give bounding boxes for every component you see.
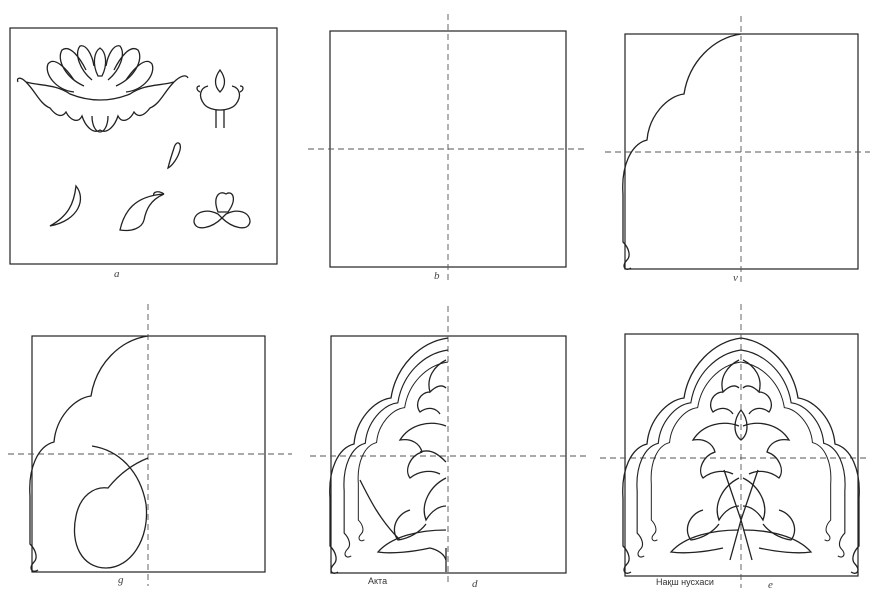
panel-g-caption: g xyxy=(118,574,124,586)
panel-e-note: Нақш нусхаси xyxy=(656,577,714,587)
panel-a xyxy=(10,28,277,264)
panel-d xyxy=(310,306,590,586)
panel-b xyxy=(308,14,586,282)
trefoil-motif xyxy=(194,193,250,228)
panel-v-frame xyxy=(625,34,858,269)
panel-b-caption: b xyxy=(434,270,440,282)
panel-d-frame xyxy=(331,336,566,573)
panel-e xyxy=(600,304,870,588)
panel-g xyxy=(8,304,292,586)
curl-leaf-motif xyxy=(120,192,164,231)
drop-motif xyxy=(168,143,180,168)
panel-a-frame xyxy=(10,28,277,264)
panel-a-caption: a xyxy=(114,268,120,280)
panel-d-caption: d xyxy=(472,578,478,590)
panel-v-caption: v xyxy=(733,272,738,284)
panel-g-guide-curves xyxy=(74,446,148,568)
panel-d-note: Акта xyxy=(368,576,387,586)
tulip-motif xyxy=(197,70,243,128)
panel-e-frame xyxy=(625,334,858,576)
panel-e-caption: e xyxy=(768,579,773,591)
crescent-motif xyxy=(50,186,80,226)
panel-v xyxy=(605,16,870,284)
flower-motif xyxy=(17,46,188,132)
